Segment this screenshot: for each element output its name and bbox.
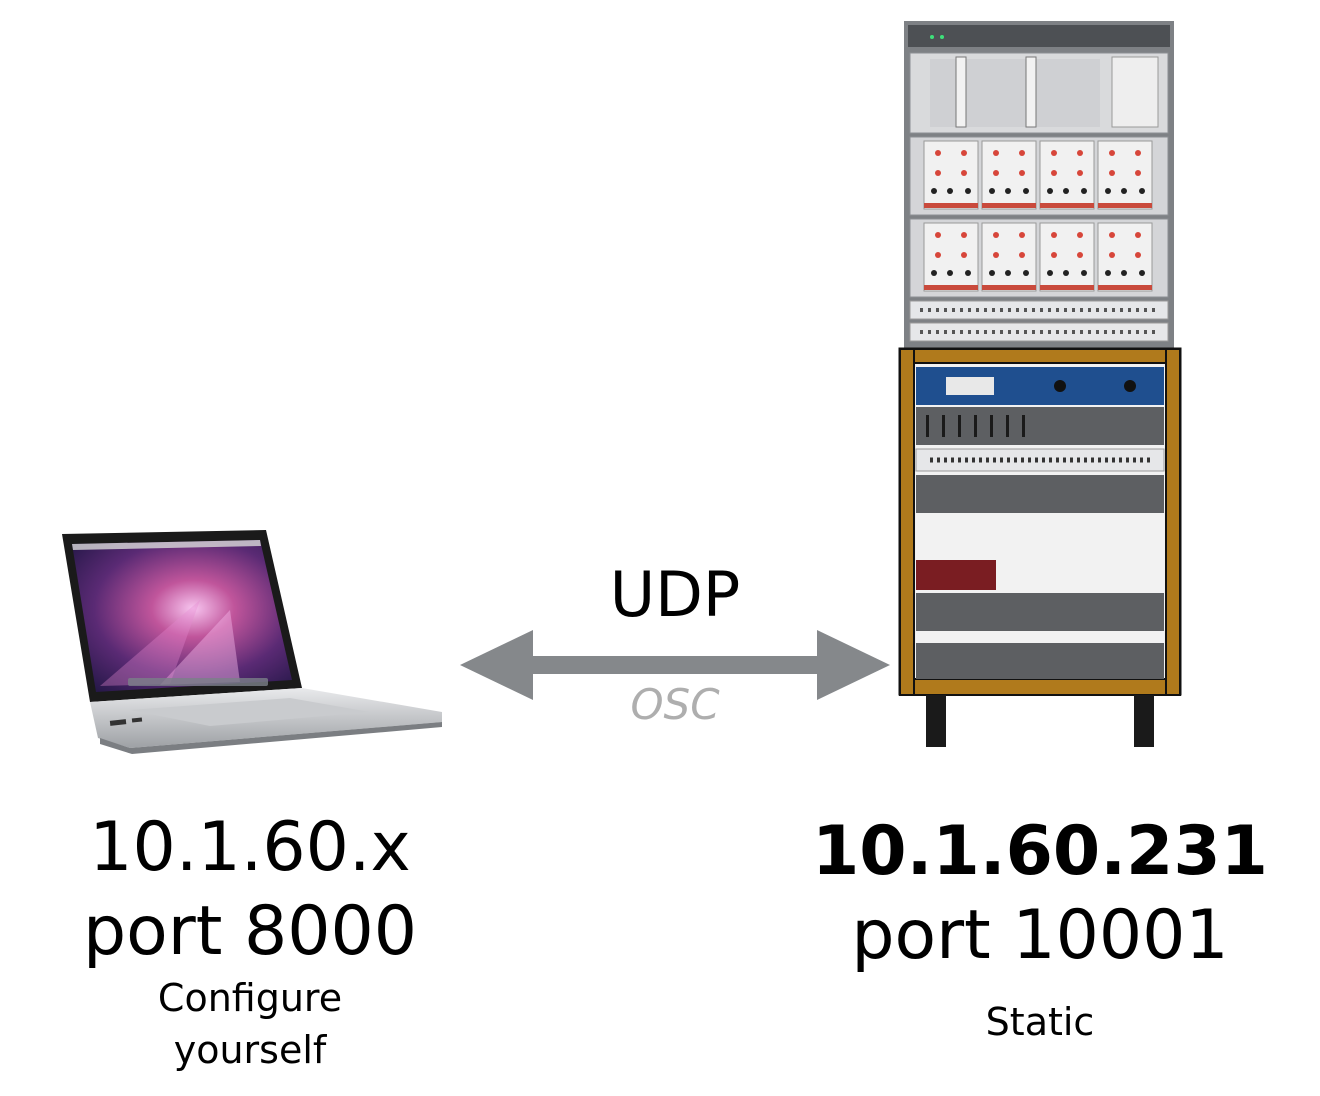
client-note-line2: yourself: [173, 1028, 327, 1072]
server-port-label: port 10001: [851, 896, 1229, 975]
client-note-line1: Configure: [157, 976, 343, 1020]
io-module-row: [909, 136, 1169, 216]
arrow-head-right: [817, 630, 890, 700]
server-ip-label: 10.1.60.231: [811, 812, 1268, 891]
equipment-rack-icon: [898, 21, 1182, 747]
arrow-head-left: [460, 630, 533, 700]
client-ip-label: 10.1.60.x: [89, 808, 411, 887]
server-note-label: Static: [985, 1000, 1095, 1044]
format-label: OSC: [630, 680, 720, 729]
double-arrow-icon: [460, 630, 890, 700]
protocol-label: UDP: [609, 558, 741, 631]
client-port-label: port 8000: [82, 892, 418, 971]
arrow-shaft: [525, 656, 825, 674]
io-module-row: [909, 218, 1169, 298]
laptop-icon: [62, 530, 442, 754]
